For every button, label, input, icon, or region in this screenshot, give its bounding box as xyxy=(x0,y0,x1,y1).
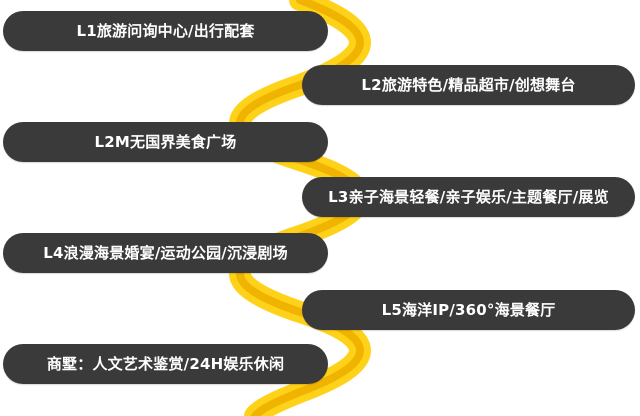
floor-label: L2M无国界美食广场 xyxy=(94,133,237,151)
floor-label: L1旅游问询中心/出行配套 xyxy=(76,22,255,40)
floor-bar-l1: L1旅游问询中心/出行配套 xyxy=(3,11,328,51)
floor-label: L2旅游特色/精品超市/创想舞台 xyxy=(361,76,576,94)
floor-bar-l5: L5海洋IP/360°海景餐厅 xyxy=(302,290,635,330)
floor-label: L3亲子海景轻餐/亲子娱乐/主题餐厅/展览 xyxy=(328,188,609,206)
floor-bar-l3: L3亲子海景轻餐/亲子娱乐/主题餐厅/展览 xyxy=(302,177,635,217)
floor-bar-l2: L2旅游特色/精品超市/创想舞台 xyxy=(302,65,635,105)
floor-label: L4浪漫海景婚宴/运动公园/沉浸剧场 xyxy=(43,244,288,262)
floor-bar-l2m: L2M无国界美食广场 xyxy=(3,122,328,162)
floor-label: 商墅：人文艺术鉴赏/24H娱乐休闲 xyxy=(46,355,285,373)
floor-bar-villa: 商墅：人文艺术鉴赏/24H娱乐休闲 xyxy=(3,344,328,384)
floor-label: L5海洋IP/360°海景餐厅 xyxy=(381,301,556,319)
ribbon-inner-stroke xyxy=(236,0,364,416)
floor-bar-l4: L4浪漫海景婚宴/运动公园/沉浸剧场 xyxy=(3,233,328,273)
